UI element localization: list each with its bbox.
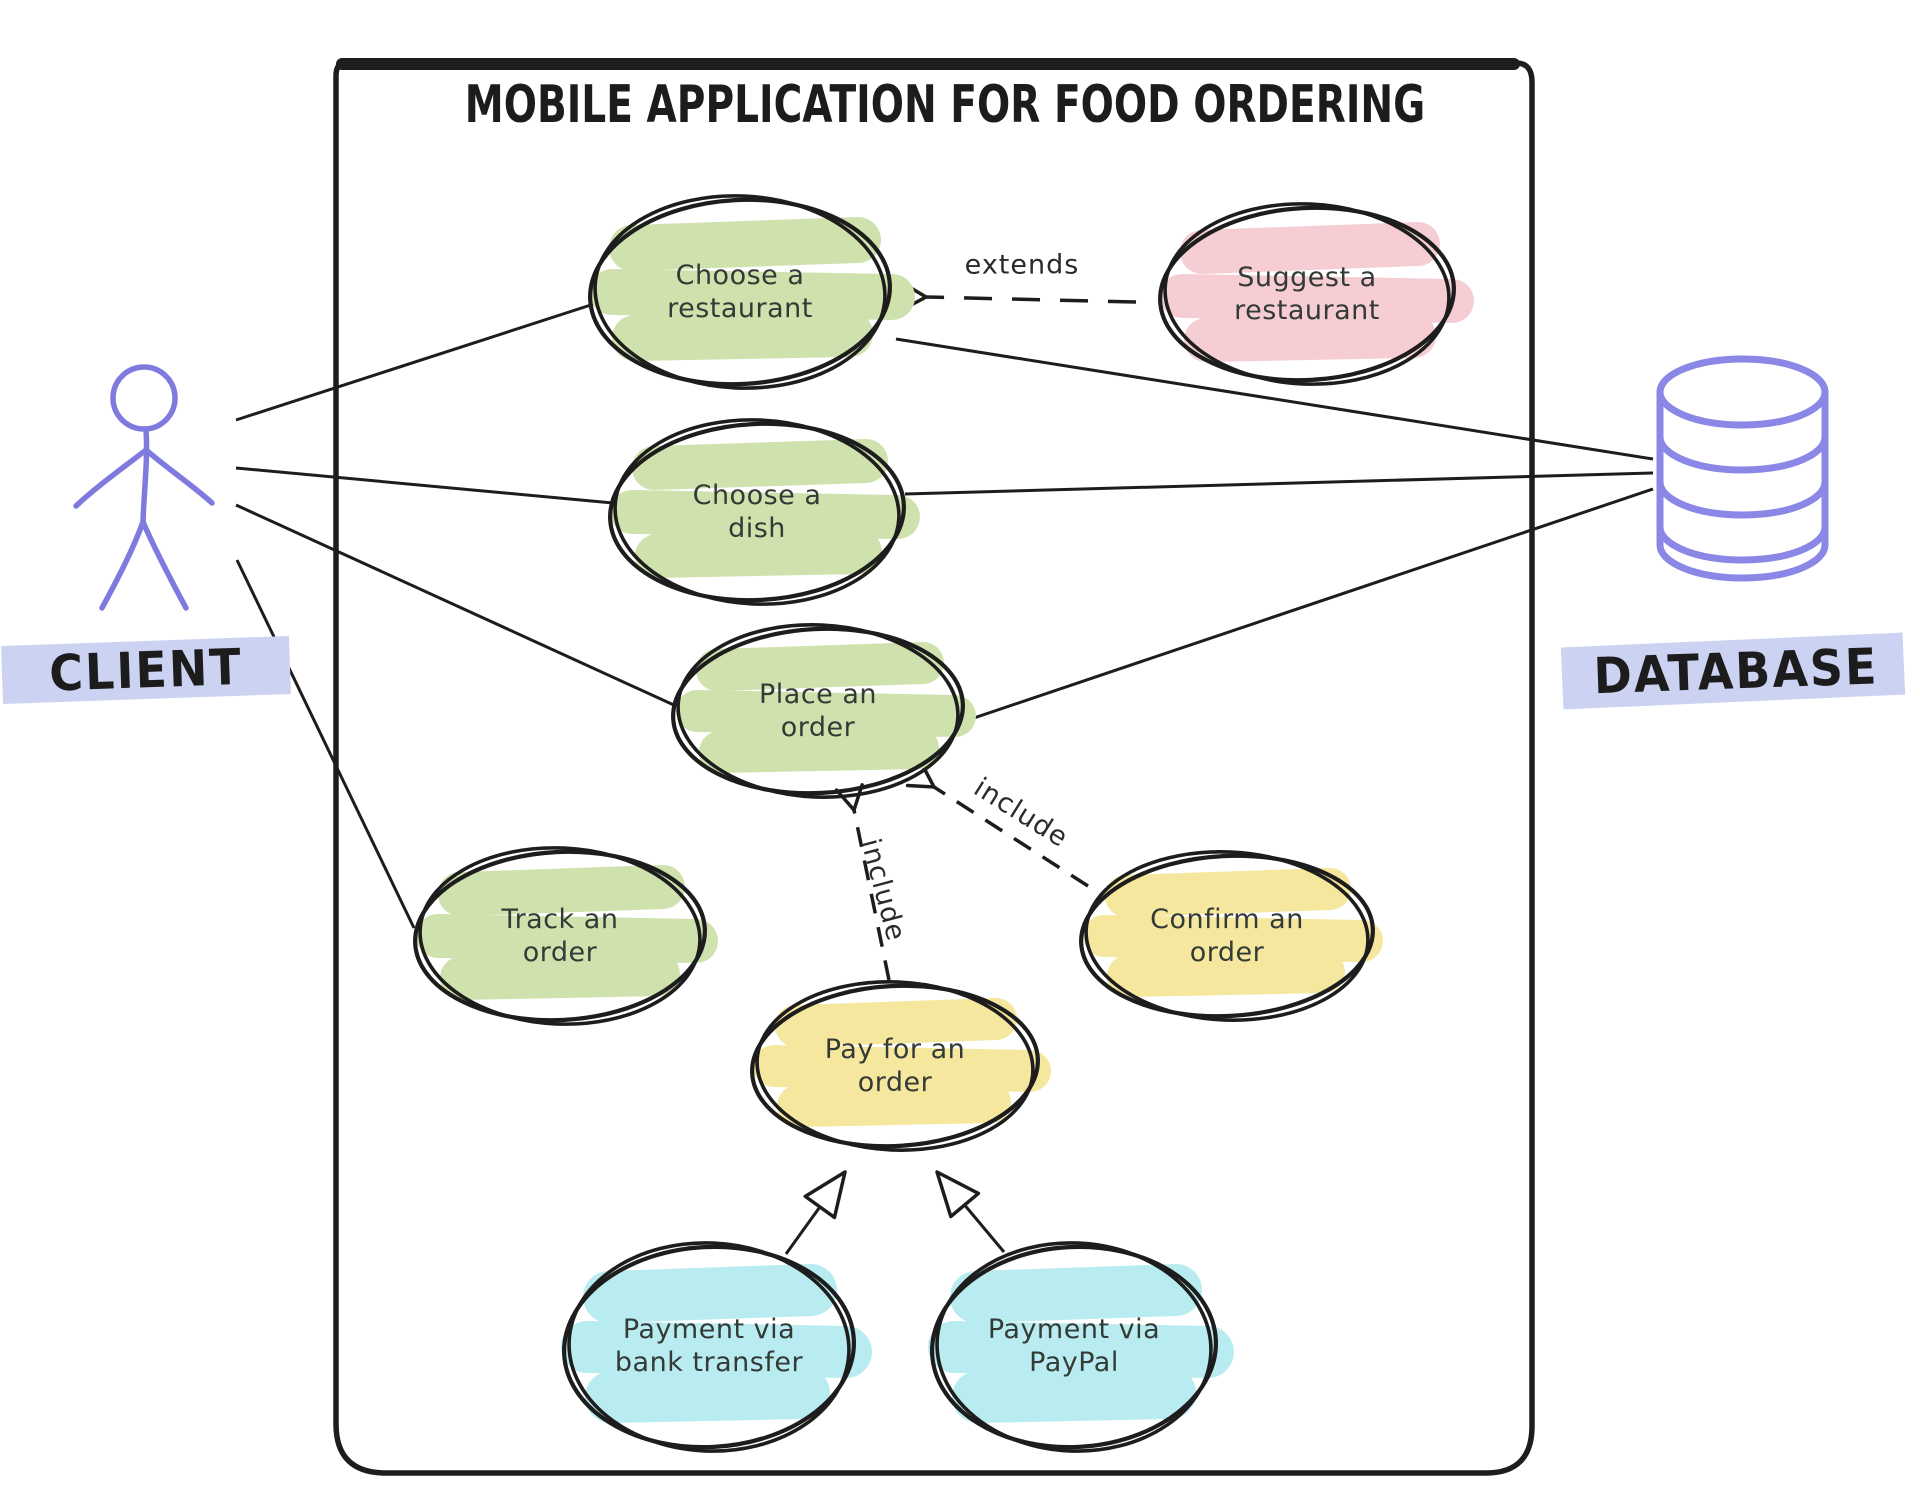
- edge-database-choose-dish: [904, 471, 1654, 496]
- usecase-track-order-shape: [413, 846, 718, 1026]
- edge-generalization-bank-to-pay: [784, 1170, 847, 1255]
- usecase-place-order-shape: [671, 623, 976, 799]
- actor-head: [110, 364, 178, 432]
- diagram-title: MOBILE APPLICATION FOR FOOD ORDERING: [464, 73, 1426, 135]
- edge-database-choose-restaurant: [895, 337, 1654, 461]
- edge-client-track-order: [235, 559, 416, 929]
- edge-extend-suggest-to-choose-restaurant: [926, 297, 1137, 302]
- usecase-place-order-label: Place an order: [758, 679, 878, 743]
- actor-left-leg: [99, 519, 146, 611]
- usecase-payment-bank-transfer-shape: [561, 1241, 872, 1453]
- usecase-suggest-restaurant-shape: [1158, 202, 1474, 386]
- edge-client-choose-dish: [235, 466, 614, 505]
- extends-label: extends: [964, 249, 1080, 281]
- edge-client-choose-restaurant: [235, 301, 598, 422]
- actor-left-arm: [73, 447, 149, 509]
- actor-right-leg: [140, 519, 189, 611]
- usecase-track-order-label: Track an order: [501, 904, 619, 968]
- usecase-payment-bank-transfer-label: Payment via bank transfer: [614, 1314, 804, 1378]
- edge-generalization-paypal-to-pay: [935, 1170, 1006, 1253]
- actor-body: [140, 426, 150, 525]
- database-label-highlight: [1560, 632, 1906, 710]
- usecase-pay-order-label: Pay for an order: [824, 1034, 966, 1098]
- usecase-choose-dish-shape: [608, 418, 920, 606]
- edge-include-confirm-to-place-order: [934, 787, 1089, 888]
- usecase-choose-dish-label: Choose a dish: [692, 480, 822, 544]
- database-actor-label: DATABASE: [1592, 636, 1880, 706]
- usecase-choose-restaurant-shape: [588, 194, 915, 390]
- edge-include-pay-to-place-order: [854, 810, 891, 981]
- database-ring-2: [1656, 478, 1829, 519]
- database-ring-3: [1656, 523, 1829, 564]
- usecase-confirm-order-shape: [1079, 850, 1383, 1022]
- database-bottom-arc: [1656, 541, 1829, 582]
- database-ring-1: [1656, 433, 1829, 474]
- edge-client-place-order: [235, 503, 677, 708]
- client-label-highlight: [1, 635, 291, 705]
- edge-database-place-order: [961, 487, 1654, 724]
- usecase-payment-paypal-shape: [928, 1241, 1234, 1453]
- database-top-disc: [1656, 355, 1829, 429]
- usecase-suggest-restaurant-label: Suggest a restaurant: [1234, 262, 1380, 326]
- client-actor-icon: [73, 364, 215, 611]
- client-actor-label: CLIENT: [48, 637, 244, 703]
- database-icon: [1656, 355, 1829, 582]
- actor-right-arm: [143, 447, 215, 506]
- usecase-choose-restaurant-label: Choose a restaurant: [667, 260, 813, 324]
- system-boundary: [333, 58, 1535, 1476]
- usecase-confirm-order-label: Confirm an order: [1150, 904, 1304, 968]
- usecase-pay-order-shape: [750, 980, 1051, 1152]
- usecase-payment-paypal-label: Payment via PayPal: [987, 1314, 1161, 1378]
